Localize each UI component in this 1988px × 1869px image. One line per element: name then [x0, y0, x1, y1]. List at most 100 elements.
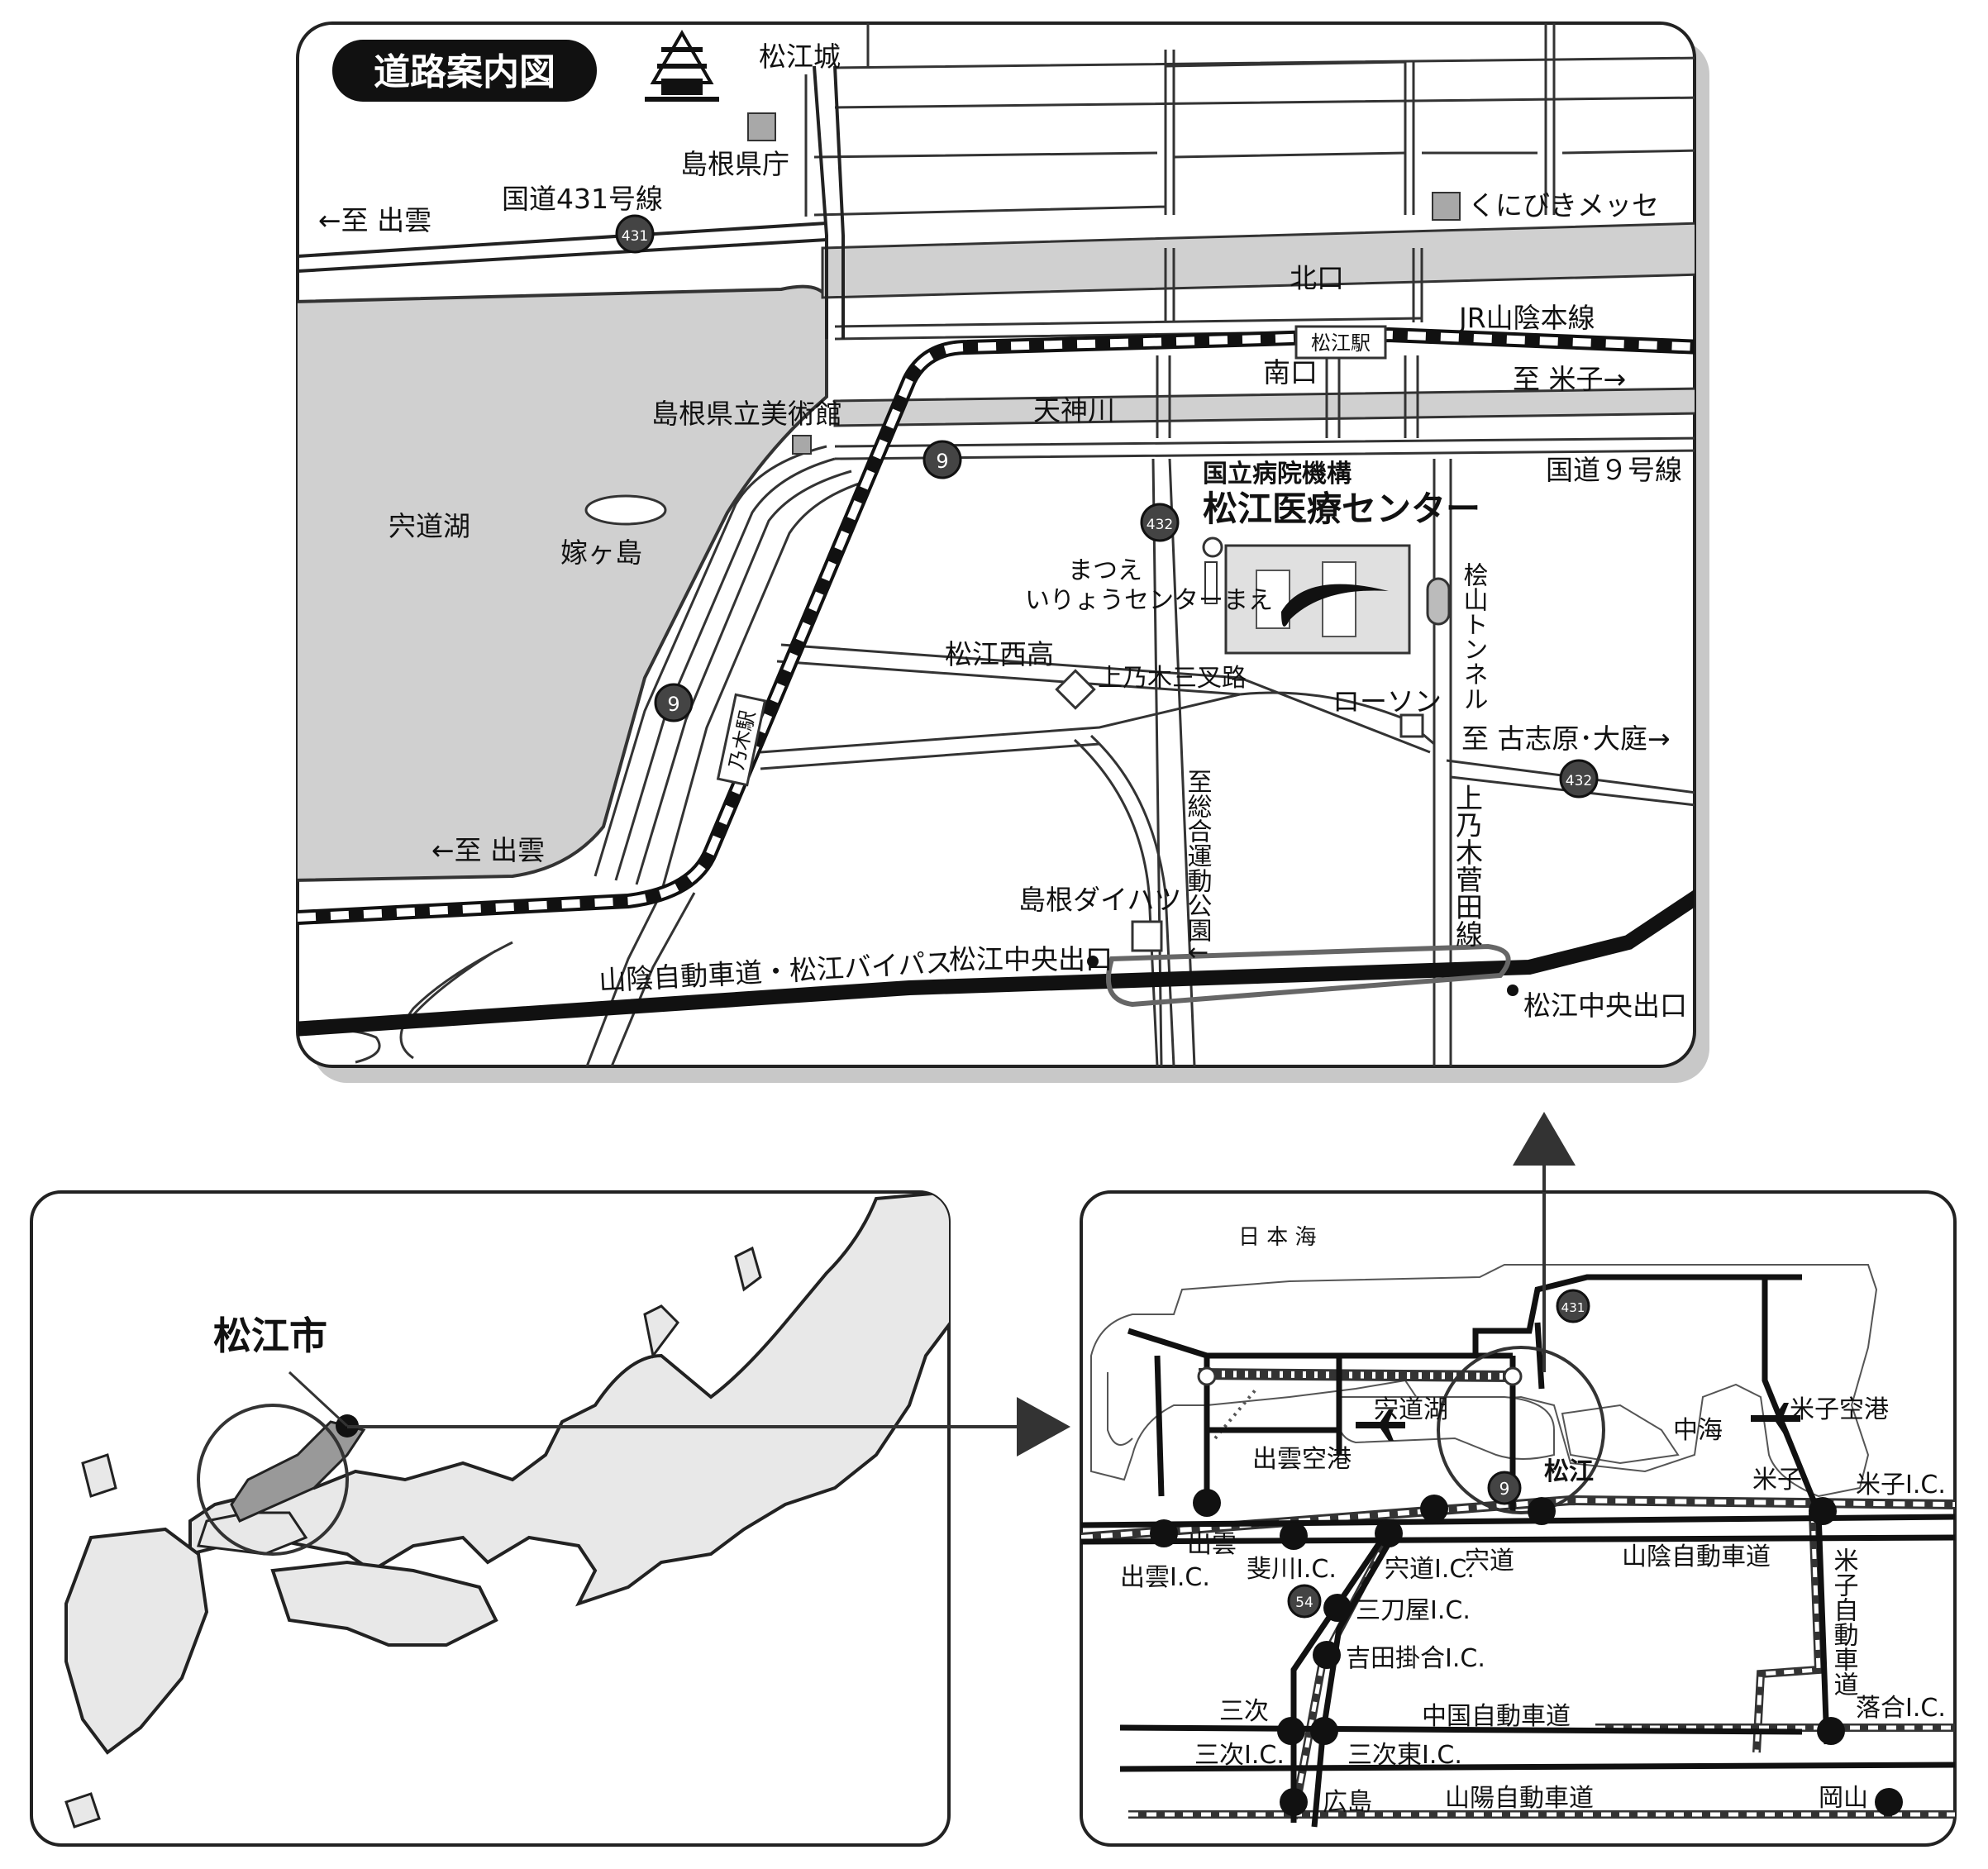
label-to-yonago: 至 米子→ [1513, 363, 1626, 395]
japan-map: 松江市 [30, 1190, 951, 1847]
svg-text:431: 431 [1561, 1300, 1585, 1315]
region-highways [1081, 1274, 1955, 1828]
hospital-logo-mark [1281, 584, 1389, 627]
label-region-lake-shinji: 宍道湖 [1374, 1395, 1448, 1424]
tunnel-icon [1426, 577, 1451, 626]
route-431 [298, 222, 827, 258]
label-tenjin-river: 天神川 [1033, 394, 1115, 427]
jr-rail-inner [298, 330, 1695, 922]
label-shinji: 宍道 [1465, 1547, 1514, 1576]
label-izumo-ic: 出雲I.C. [1120, 1563, 1210, 1592]
label-sea: 日 本 海 [1238, 1225, 1317, 1250]
label-matsue-castle: 松江城 [759, 41, 841, 73]
art-museum-marker [792, 435, 812, 455]
exit-point-right [1507, 985, 1518, 996]
north-south-road [813, 65, 828, 339]
noto-peninsula-shape [643, 1304, 679, 1359]
label-exit-left: 松江中央出口 [949, 943, 1113, 975]
label-izumo: 出雲 [1187, 1530, 1237, 1559]
label-sanin-expressway: 山陰自動車道 [1622, 1542, 1771, 1571]
region-route-shield-431: 431 [1556, 1289, 1590, 1323]
label-bus-stop-line1: まつえ [1068, 556, 1142, 585]
route-shield-432-east: 432 [1559, 759, 1599, 799]
label-kitaguchi: 北口 [1290, 262, 1344, 294]
label-yonago-ic: 米子I.C. [1856, 1471, 1946, 1499]
messe-marker [1432, 192, 1461, 221]
matsue-station-box [1294, 325, 1387, 360]
label-nakaumi: 中海 [1673, 1416, 1723, 1445]
label-chugoku-expressway: 中国自動車道 [1422, 1702, 1571, 1731]
matsue-onsen-marker [1503, 1366, 1523, 1386]
region-markers [1150, 1489, 1903, 1816]
canal-band [821, 222, 1695, 299]
label-okayama: 岡山 [1819, 1784, 1868, 1813]
izumo-shi-station-marker [1197, 1366, 1217, 1386]
label-prefectural-office: 島根県庁 [680, 148, 789, 180]
svg-text:432: 432 [1147, 517, 1173, 533]
label-shinji-ic: 宍道I.C. [1385, 1555, 1475, 1584]
kyushu-shape [64, 1527, 209, 1755]
route-shield-431: 431 [615, 214, 655, 254]
label-yonago-airport: 米子空港 [1790, 1395, 1889, 1424]
label-yonago-expressway: 米子自動車道 [1829, 1547, 1858, 1696]
label-lawson: ローソン [1332, 685, 1442, 718]
svg-text:9: 9 [1499, 1479, 1510, 1499]
svg-text:431: 431 [622, 228, 648, 245]
label-hikawa-ic: 斐川I.C. [1247, 1555, 1337, 1584]
hakubi-line [1754, 1512, 1821, 1753]
label-to-sports-park: 至総合運動公園↓ [1183, 769, 1212, 963]
sanin-expressway [298, 886, 1695, 1037]
tenjin-river-band [833, 387, 1695, 427]
castle-icon [645, 30, 719, 102]
label-matsue-city: 松江市 [213, 1314, 327, 1358]
label-agenogi-junction: 上乃木三叉路 [1098, 664, 1247, 693]
label-to-izumo-top: ←至 出雲 [318, 204, 431, 236]
label-bus-stop-line2: いりょうセンターまえ [1025, 586, 1273, 615]
arrow-up-icon [1513, 1112, 1576, 1190]
shikoku-shape [270, 1560, 498, 1647]
route-431-edge [298, 238, 827, 273]
label-yomegashima: 嫁ヶ島 [560, 536, 642, 569]
arrow-right-icon [347, 1397, 1070, 1457]
label-art-museum: 島根県立美術館 [651, 398, 842, 430]
label-hospital-org: 国立病院機構 [1203, 460, 1352, 489]
svg-text:9: 9 [667, 693, 679, 716]
label-mitoya-ic: 三刀屋I.C. [1356, 1596, 1471, 1625]
matsue-zoom-circle [197, 1404, 349, 1556]
route-shield-9-lower: 9 [654, 683, 694, 722]
label-region-matsue: 松江 [1544, 1457, 1594, 1486]
bus-stop-icon [1202, 536, 1223, 558]
label-to-izumo-bottom: ←至 出雲 [431, 834, 545, 866]
nogi-station-sign: 乃木駅 [716, 693, 767, 787]
honshu-shape [188, 1192, 949, 1607]
region-route-shield-9: 9 [1487, 1471, 1522, 1505]
label-miyoshi: 三次 [1219, 1697, 1269, 1726]
detail-map: 431 9 9 432 432 道路案内図 松江城 島根 [296, 21, 1709, 1083]
route-shield-432: 432 [1140, 503, 1180, 542]
yomegashima-island [584, 494, 667, 526]
svg-text:9: 9 [936, 450, 948, 473]
nakaumi-outline [1561, 1404, 1680, 1465]
school-marker [1055, 669, 1096, 710]
label-izumo-airport: 出雲空港 [1252, 1445, 1352, 1474]
detail-map-title-pill [332, 40, 597, 102]
label-agenogi-sugata-line: 上乃木菅田線 [1452, 784, 1484, 947]
label-yonago: 米子 [1752, 1466, 1802, 1495]
label-matsue-station: 松江駅 [1311, 331, 1371, 355]
lawson-marker [1399, 713, 1424, 738]
label-minamiguchi: 南口 [1263, 356, 1318, 389]
label-jr-line: JR山陰本線 [1457, 302, 1595, 334]
interchange-loop [1105, 943, 1511, 1008]
matsue-region-circle [1437, 1346, 1605, 1514]
daihatsu-marker [1131, 920, 1163, 952]
route-shield-9: 9 [922, 440, 962, 479]
label-to-koshibara: 至 古志原･大庭→ [1461, 722, 1671, 755]
north-south-road-edge [833, 65, 845, 339]
label-yoshida-kakeai-ic: 吉田掛合I.C. [1346, 1644, 1485, 1673]
airplane-icon-yonago [1751, 1403, 1800, 1434]
label-hospital-name: 松江医療センター [1203, 489, 1480, 529]
label-tunnel: 桧山トンネル [1459, 562, 1489, 711]
sanyo-rail [1128, 1725, 1955, 1817]
label-miyoshi-higashi-ic: 三次東I.C. [1347, 1741, 1462, 1770]
